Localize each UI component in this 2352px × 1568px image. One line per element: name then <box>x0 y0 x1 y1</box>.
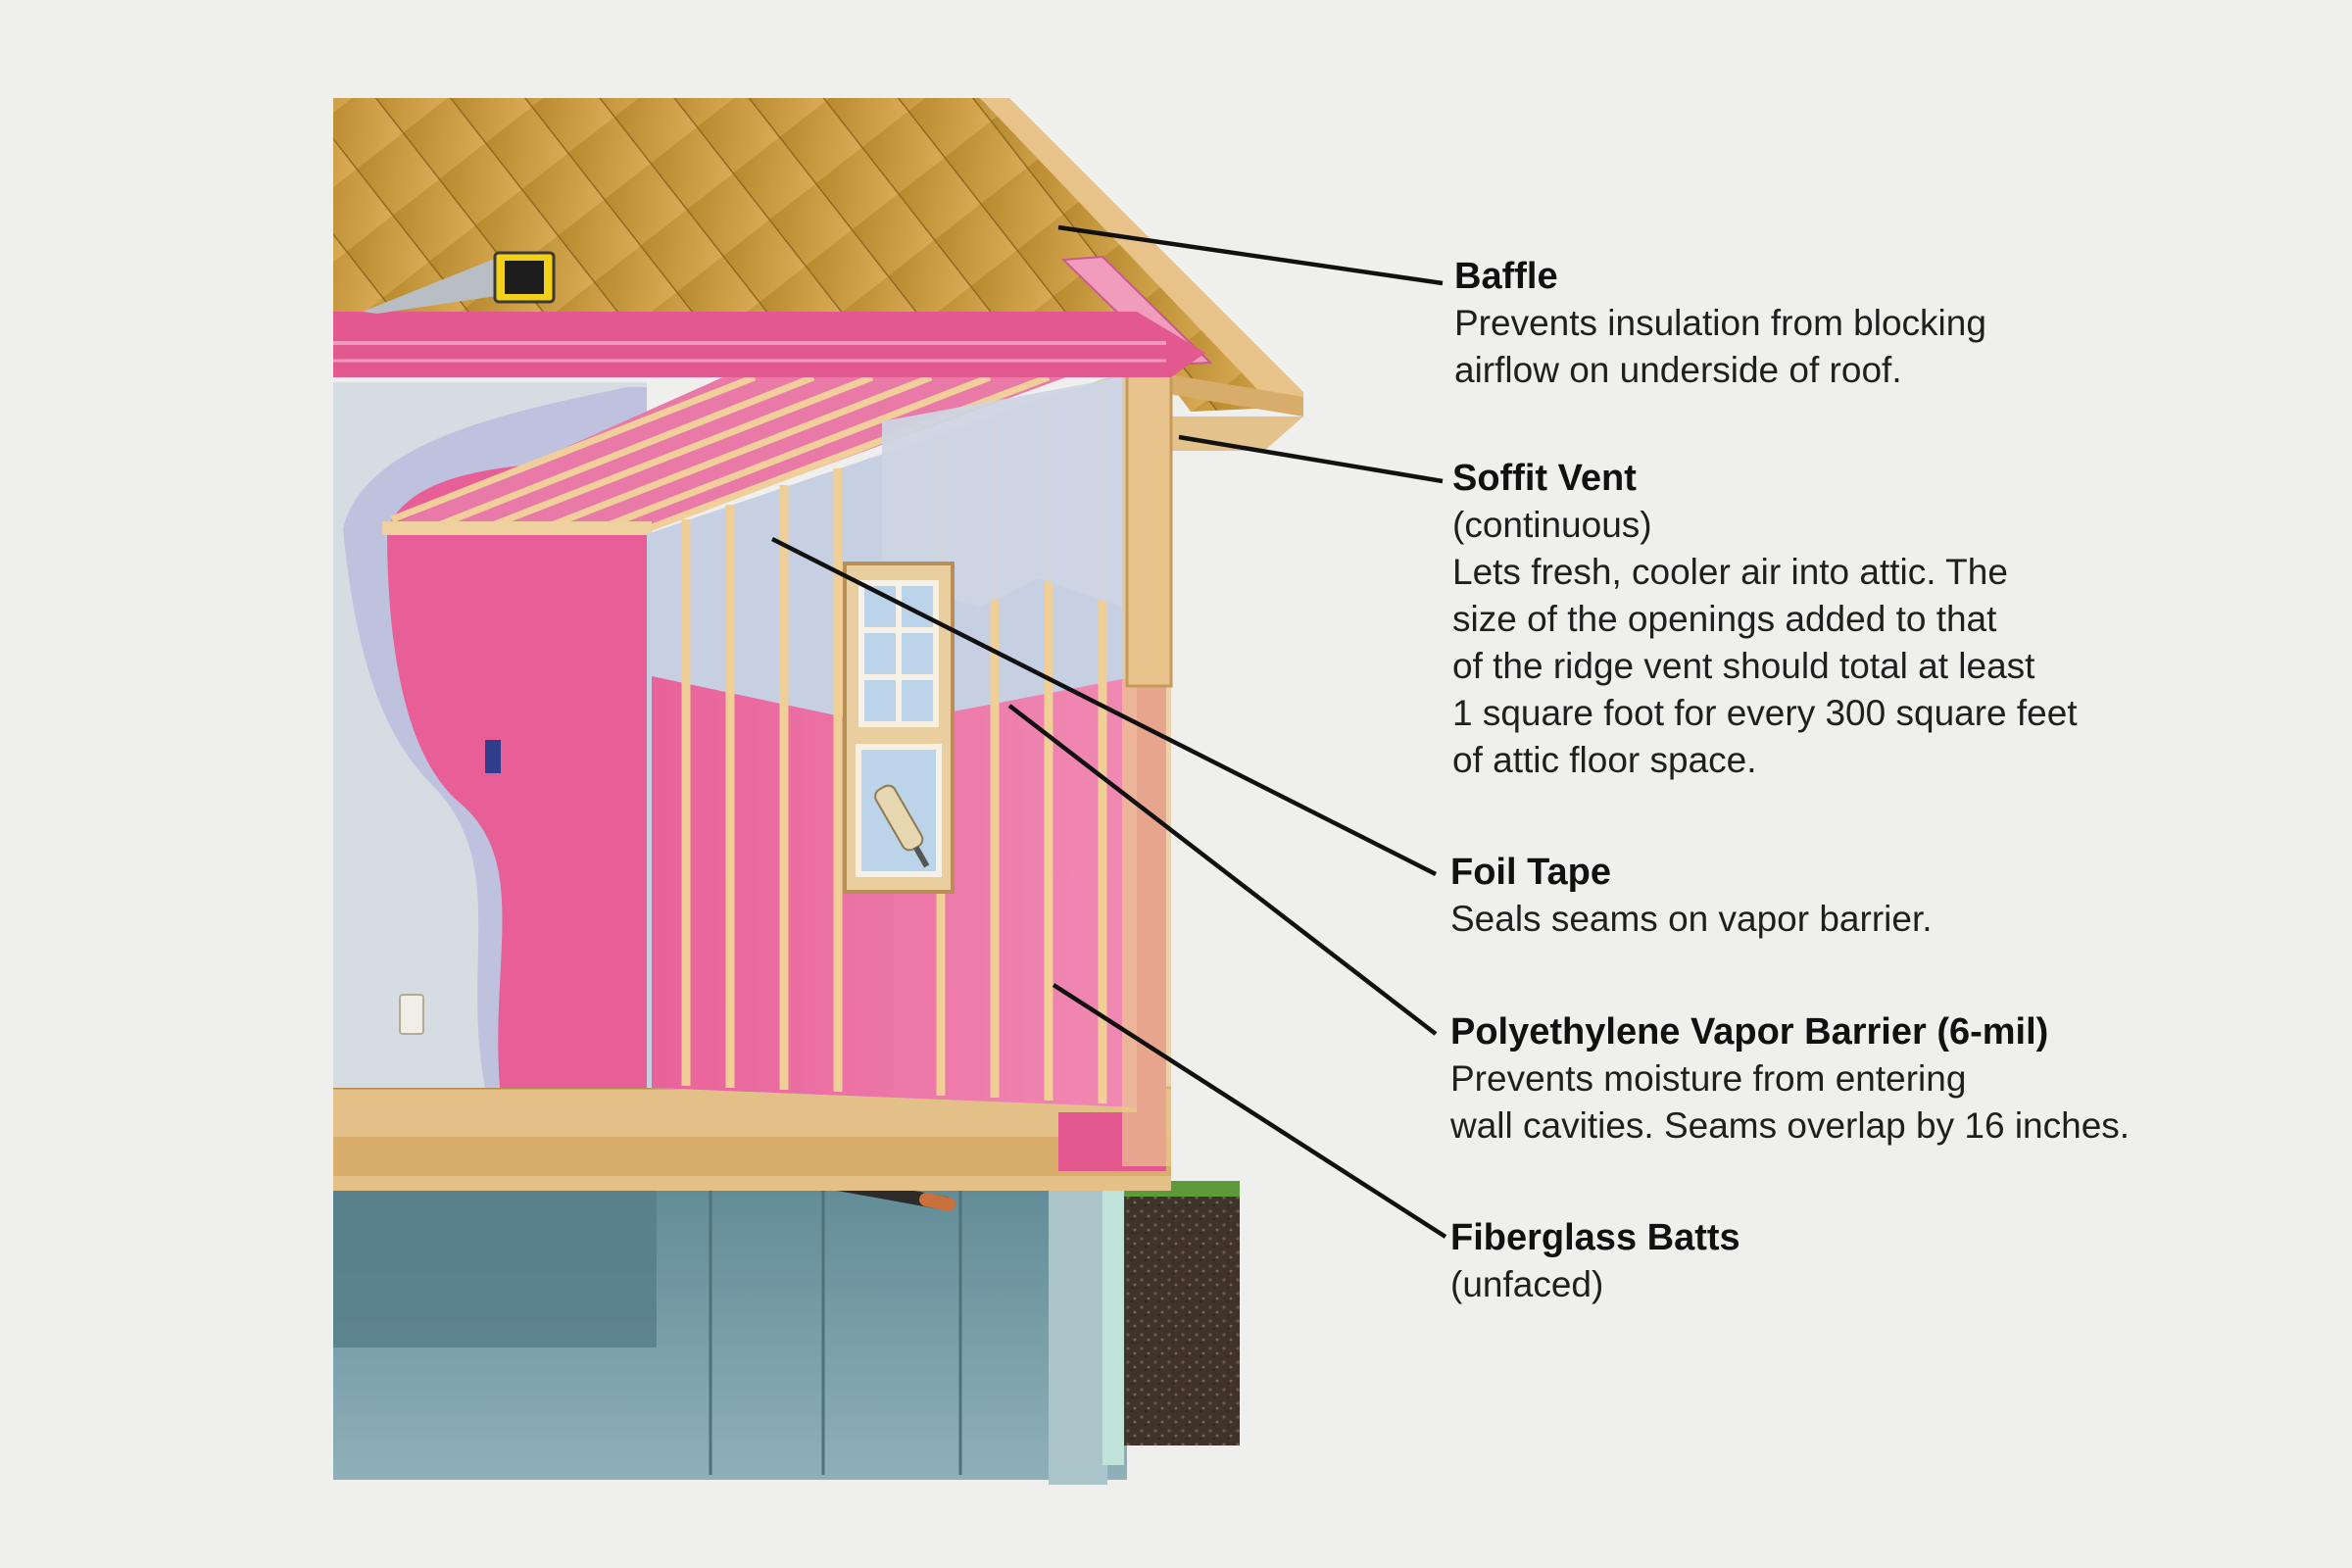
foundation-insulation-board <box>1102 1171 1124 1465</box>
caulk-gun-icon <box>874 784 930 868</box>
basement-group <box>333 1167 1240 1485</box>
callout-description-line: Lets fresh, cooler air into attic. The <box>1452 552 2008 592</box>
callout-title: Polyethylene Vapor Barrier (6-mil) <box>1450 1011 2049 1053</box>
callout-title: Foil Tape <box>1450 852 1611 893</box>
attic-duct <box>363 251 556 314</box>
callout-foil-tape: Foil Tape Seals seams on vapor barrier. <box>1450 849 2215 943</box>
window <box>843 562 955 894</box>
callout-subtitle: (unfaced) <box>1450 1264 1604 1304</box>
roof-rafter-edge <box>980 98 1303 407</box>
leader-lines <box>770 224 1447 1239</box>
callout-description-line: Prevents insulation from blocking <box>1454 303 1986 343</box>
attic-insulation-group <box>333 251 1205 377</box>
ceiling-group <box>382 368 1093 535</box>
leader-line-soffit-vent <box>1178 434 1444 484</box>
wall-outlet <box>399 994 424 1035</box>
callout-description-line: Seals seams on vapor barrier. <box>1450 899 1933 939</box>
callout-title: Fiberglass Batts <box>1450 1217 1740 1258</box>
callout-soffit-vent: Soffit Vent (continuous) Lets fresh, coo… <box>1452 455 2217 784</box>
callout-description-line: airflow on underside of roof. <box>1454 350 1902 390</box>
eave-wall-framing <box>1125 370 1173 688</box>
leader-line-foil-tape <box>770 536 1438 877</box>
ceiling-joists <box>390 373 1051 533</box>
floor-rim-joist <box>333 1137 1171 1176</box>
vapor-barrier-sheet <box>882 377 1122 608</box>
callout-description-line: of the ridge vent should total at least <box>1452 646 2035 686</box>
callout-description-line: of attic floor space. <box>1452 740 1757 780</box>
callout-description-line: Prevents moisture from entering <box>1450 1058 1967 1099</box>
foundation-wall <box>1049 1171 1107 1485</box>
callout-description-line: size of the openings added to that <box>1452 599 1997 639</box>
interior-room-group <box>333 382 647 1088</box>
callout-description-line: wall cavities. Seams overlap by 16 inche… <box>1450 1105 2131 1146</box>
left-wall-insulation <box>387 461 647 1088</box>
leader-line-fiberglass-batts <box>1052 983 1447 1239</box>
callout-title: Soffit Vent <box>1452 458 1637 499</box>
electrical-box <box>485 740 501 773</box>
callout-baffle: Baffle Prevents insulation from blocking… <box>1454 253 2219 394</box>
floor-deck-group <box>333 1086 1171 1191</box>
top-plate <box>382 521 652 535</box>
window-panes <box>864 586 933 721</box>
basement-back-wall <box>333 1171 657 1348</box>
callout-subtitle: (continuous) <box>1452 505 1652 545</box>
callout-vapor-barrier: Polyethylene Vapor Barrier (6-mil) Preve… <box>1450 1008 2234 1150</box>
callout-description-line: 1 square foot for every 300 square feet <box>1452 693 2078 733</box>
callout-title: Baffle <box>1454 256 1558 297</box>
callout-fiberglass-batts: Fiberglass Batts (unfaced) <box>1450 1214 2215 1308</box>
leader-line-vapor-barrier <box>1007 704 1438 1036</box>
leader-line-baffle <box>1057 224 1444 286</box>
water-pipe-end <box>919 1193 956 1211</box>
soil <box>1124 1191 1240 1446</box>
